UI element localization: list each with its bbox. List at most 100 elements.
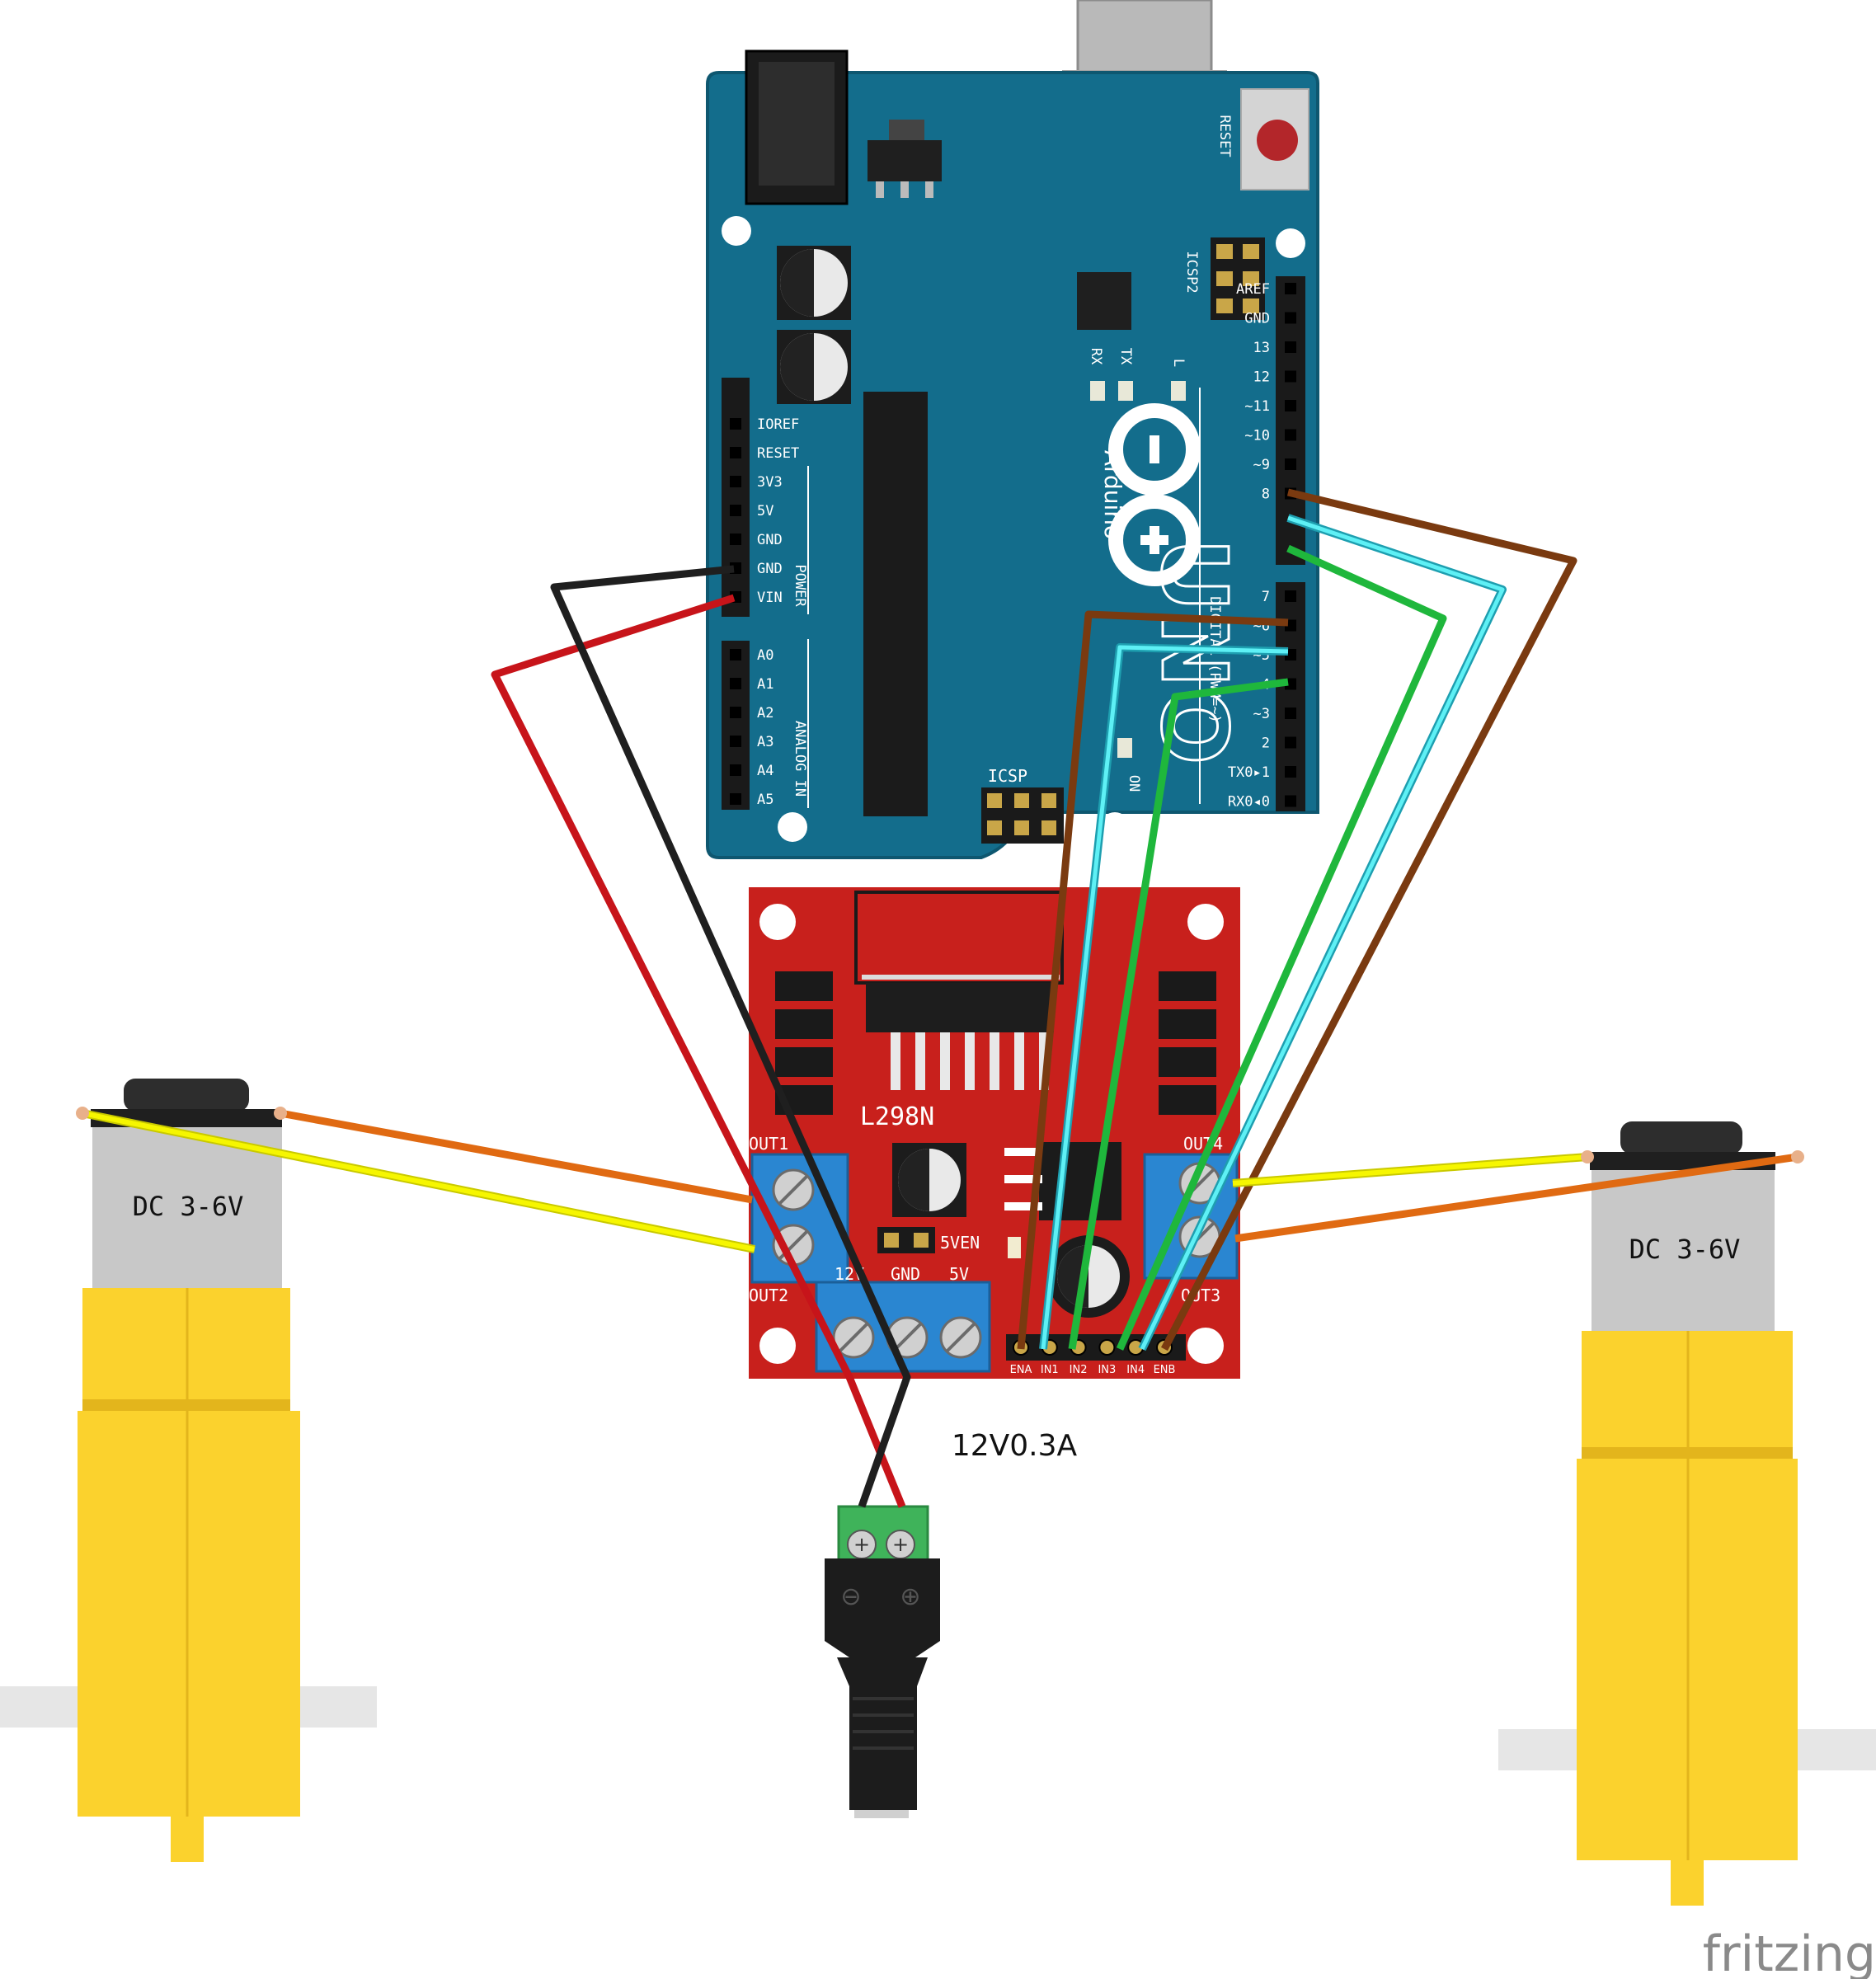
power-pin-label: VIN [757,590,783,606]
barrel-jack-inner [759,62,835,186]
motor-left-gearbox [78,1411,300,1817]
power-header [722,378,750,617]
motor-left: DC 3-6V [0,1079,377,1862]
icsp-header [981,787,1064,844]
digital-top-pin-label: ~11 [1244,398,1270,415]
power-supply-label: 12V0.3A [952,1429,1078,1463]
power-pin-label: GND [757,561,783,577]
digital-bottom-pin[interactable] [1285,590,1296,602]
wire-motor-right-orange[interactable] [1234,1153,1798,1243]
analog-section-label: ANALOG IN [792,721,808,797]
fritzing-watermark: fritzing [1703,1925,1876,1979]
motor-right-cap [1620,1121,1742,1154]
analog-pin-label: A3 [757,734,773,750]
driver-header-pin-label: ENB [1154,1364,1176,1376]
motor-left-can [92,1127,282,1288]
digital-top-pin[interactable] [1285,458,1296,470]
motor-right: DC 3-6V [1498,1121,1876,1906]
power-pin[interactable] [730,505,741,516]
digital-top-pin[interactable] [1285,283,1296,294]
terminal-5v-label: 5V [949,1264,969,1284]
reset-button[interactable] [1240,88,1309,190]
analog-pin-label: A0 [757,647,773,664]
rx-led [1090,381,1105,401]
analog-pin-label: A1 [757,676,773,693]
digital-bottom-pin[interactable] [1285,736,1296,749]
reset-label: RESET [1216,115,1233,157]
motor-left-label: DC 3-6V [133,1191,244,1222]
on-led [1117,738,1132,758]
svg-text:+: + [892,1533,909,1556]
driver-header-pin[interactable] [1098,1339,1116,1356]
power-pin[interactable] [730,418,741,430]
power-pin-label: 5V [757,503,773,519]
digital-top-pin[interactable] [1285,312,1296,324]
mounting-hole [1100,812,1130,842]
digital-bottom-pin-label: 7 [1262,589,1270,605]
analog-pin[interactable] [730,649,741,660]
digital-bottom-pin-label: RX0◂0 [1228,794,1270,811]
motor-right-can [1592,1170,1775,1331]
wire-pin10-brown[interactable] [1161,488,1577,1351]
digital-top-pin-label: 13 [1253,340,1270,356]
mounting-hole [759,904,796,940]
mounting-hole [1187,1328,1224,1364]
wire-pin4-green[interactable] [1068,678,1289,1350]
driver-name: L298N [860,1102,934,1131]
control-header [1006,1334,1186,1361]
driver-header-pin-label: IN2 [1070,1364,1088,1376]
svg-text:+: + [853,1533,870,1556]
terminal-gnd-label: GND [891,1264,920,1284]
digital-bottom-pin[interactable] [1285,707,1296,719]
regulator-tab [889,120,924,143]
digital-section-label: DIGITAL (PWM=~) [1206,596,1223,723]
analog-pin-label: A4 [757,763,773,779]
voltage-regulator [867,140,942,181]
wire-pin6-brown[interactable] [1017,610,1289,1350]
driver-header-pin-label: IN3 [1098,1364,1116,1376]
analog-pin[interactable] [730,707,741,718]
power-pin[interactable] [730,476,741,487]
analog-pin-label: A5 [757,792,773,808]
tx-label: TX [1117,348,1134,365]
out1-label: OUT1 [749,1134,788,1154]
usb-chip [1077,272,1131,330]
mounting-hole [778,812,807,842]
digital-top-pin[interactable] [1285,370,1296,383]
wire-vin-red[interactable] [491,594,906,1508]
power-section-label: POWER [792,564,808,607]
driver-capacitor-2 [1047,1235,1130,1318]
out2-label: OUT2 [749,1286,788,1305]
wire-pin8-green[interactable] [1116,544,1447,1351]
jack-body [825,1558,940,1657]
power-pin-label: GND [757,532,783,548]
wire-gnd-black[interactable] [550,565,911,1508]
motor-left-shaft [171,1817,204,1862]
mounting-hole [722,216,751,246]
digital-top-pin-label: 8 [1262,487,1270,503]
digital-top-pin-label: GND [1244,311,1270,327]
icsp2-label: ICSP2 [1183,251,1200,293]
power-pin[interactable] [730,534,741,545]
digital-top-pin-label: ~9 [1253,457,1270,473]
digital-top-pin[interactable] [1285,400,1296,411]
dc-power-jack: + + ⊖ ⊕ [825,1505,940,1818]
analog-pin[interactable] [730,736,741,747]
analog-pin[interactable] [730,764,741,776]
digital-top-pin[interactable] [1285,429,1296,441]
driver-capacitor [892,1143,966,1217]
5ven-jumper[interactable] [877,1227,935,1253]
digital-top-pin-label: ~10 [1244,428,1270,444]
icsp-label: ICSP [988,766,1027,786]
arduino-logo [1108,403,1201,586]
power-pin[interactable] [730,447,741,458]
capacitor-bottom [777,330,851,404]
analog-pin[interactable] [730,678,741,689]
digital-bottom-pin[interactable] [1285,795,1296,807]
icsp2-header [1211,237,1265,320]
rx-label: RX [1088,348,1104,365]
analog-pin[interactable] [730,793,741,805]
digital-bottom-pin[interactable] [1285,766,1296,778]
wire-motor-left-orange[interactable] [280,1109,753,1204]
digital-top-pin[interactable] [1285,341,1296,353]
